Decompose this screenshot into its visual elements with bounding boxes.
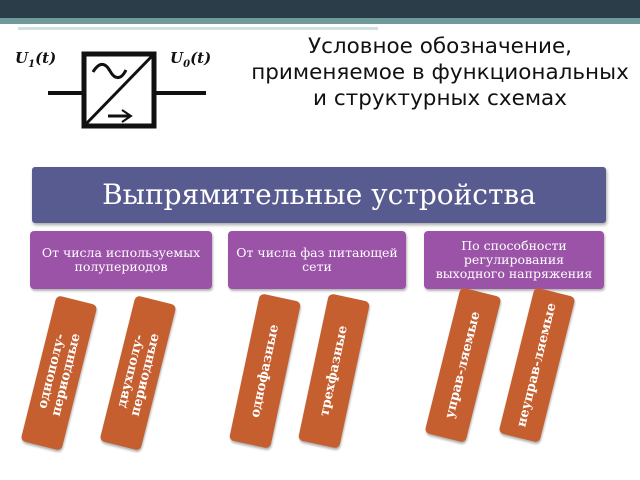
converter-diagonal <box>82 52 156 128</box>
type-controlled-label: управ-ляемые <box>442 310 484 420</box>
type-controlled: управ-ляемые <box>424 287 502 443</box>
output-voltage-label: U0(t) <box>170 49 212 71</box>
ac-wave-icon <box>91 62 128 80</box>
type-half-wave-label: однополу-периодные <box>35 331 84 418</box>
top-decoration-band <box>0 0 640 18</box>
rectifier-symbol-icon <box>48 51 206 129</box>
rectifier-symbol-block: U1(t) U0(t) <box>0 38 250 148</box>
type-full-wave: двухполу-периодные <box>99 295 177 451</box>
symbol-caption: Условное обозначение, применяемое в функ… <box>251 34 629 111</box>
type-uncontrolled-label: неуправ-ляемые <box>514 301 560 429</box>
type-three-phase: трехфазные <box>297 293 371 449</box>
top-decoration-accent <box>0 18 640 24</box>
main-title: Выпрямительные устройства <box>32 167 606 223</box>
input-voltage-label: U1(t) <box>15 49 57 71</box>
category-phases: От числа фаз питающей сети <box>228 231 406 289</box>
dc-arrow-icon <box>121 109 133 123</box>
type-half-wave: однополу-периодные <box>20 295 98 451</box>
type-full-wave-label: двухполу-периодные <box>114 331 163 418</box>
type-single-phase: однофазные <box>228 293 302 449</box>
category-regulation: По способности регулирования выходного н… <box>424 231 604 289</box>
category-half-periods: От числа используемых полупериодов <box>30 231 212 289</box>
type-three-phase-label: трехфазные <box>317 324 351 418</box>
type-single-phase-label: однофазные <box>247 323 283 419</box>
type-uncontrolled: неуправ-ляемые <box>498 287 576 443</box>
top-decoration-stripe <box>18 27 378 30</box>
